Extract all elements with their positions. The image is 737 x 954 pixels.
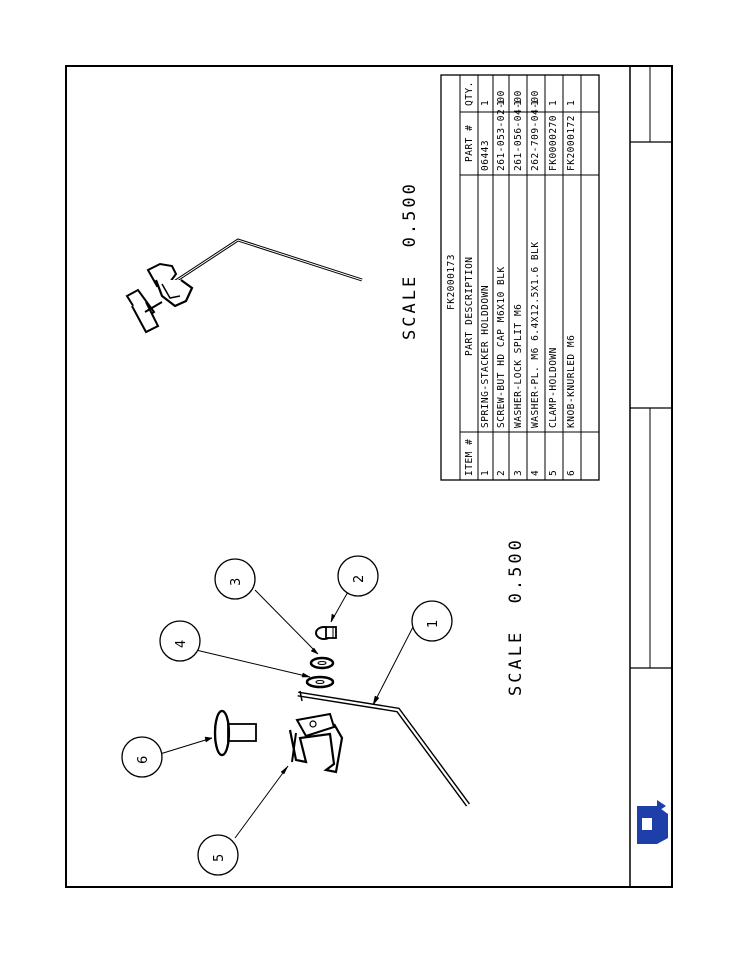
bom-row-1-part: 06443: [480, 139, 491, 171]
bom-row-5-part: FK0000270: [548, 115, 559, 171]
balloon-circle-4: [159, 620, 201, 662]
bom-row-3-description: WASHER-LOCK SPLIT M6: [513, 303, 524, 428]
bom-row-6-qty: 1: [566, 99, 577, 106]
bom-row-3-qty: 1: [513, 99, 524, 106]
bom-row-2-description: SCREW-BUT HD CAP M6X10 BLK: [496, 266, 507, 428]
bom-header-part: PART #: [464, 124, 475, 162]
spring-part: [297, 690, 471, 807]
drawing-border: [65, 65, 673, 888]
balloon-circle-3: [214, 558, 256, 600]
bom-row-5-item: 5: [548, 469, 559, 476]
bom-row-6-description: KNOB-KNURLED M6: [566, 334, 577, 428]
bom-row-4-description: WASHER-PL. M6 6.4X12.5X1.6 BLK: [530, 241, 541, 428]
bom-row-5-description: CLAMP-HOLDOWN: [548, 347, 559, 428]
assembled-view: [125, 238, 363, 334]
bom-row-2-item: 2: [496, 469, 507, 476]
balloon-1: 1: [426, 619, 441, 628]
balloon-circle-6: [121, 736, 163, 778]
bom-grid: [440, 74, 600, 481]
balloon-4: 4: [174, 639, 189, 648]
title-block: [629, 66, 672, 887]
bom-row-6-item: 6: [566, 469, 577, 476]
bom-row-4-qty: 1: [530, 99, 541, 106]
balloon-circle-5: [197, 834, 239, 876]
knob-part: [213, 709, 257, 757]
bom-row-1-description: SPRING-STACKER HOLDDOWN: [480, 284, 491, 428]
scale-note-top: SCALE 0.500: [400, 181, 420, 340]
balloon-circles: [121, 555, 453, 876]
balloon-circle-2: [337, 555, 379, 597]
scale-note-bottom: SCALE 0.500: [506, 537, 526, 696]
bom-row-6-part: FK2000172: [566, 115, 577, 171]
balloon-3: 3: [229, 577, 244, 586]
company-logo-icon: [637, 800, 668, 844]
bom-header-qty: QTY.: [464, 81, 475, 106]
bom-row-5-qty: 1: [548, 99, 559, 106]
screw-part: [315, 626, 337, 640]
balloon-5: 5: [212, 853, 227, 862]
bom-header-description: PART DESCRIPTION: [464, 256, 475, 356]
exploded-view: [159, 589, 471, 839]
bom-row-4-item: 4: [530, 469, 541, 476]
washer-plain-part: [305, 675, 335, 689]
bom-row-1-qty: 1: [480, 99, 491, 106]
clamp-part: [288, 712, 344, 774]
washer-lock-part: [309, 656, 335, 670]
balloon-6: 6: [136, 755, 151, 764]
bom-row-3-item: 3: [513, 469, 524, 476]
balloon-2: 2: [352, 574, 367, 583]
bom-title: FK2000173: [446, 254, 457, 310]
balloon-circle-1: [411, 600, 453, 642]
leader-lines: [159, 589, 414, 839]
bom-header-item: ITEM #: [464, 438, 475, 476]
bom-row-1-item: 1: [480, 469, 491, 476]
bom-row-2-qty: 1: [496, 99, 507, 106]
